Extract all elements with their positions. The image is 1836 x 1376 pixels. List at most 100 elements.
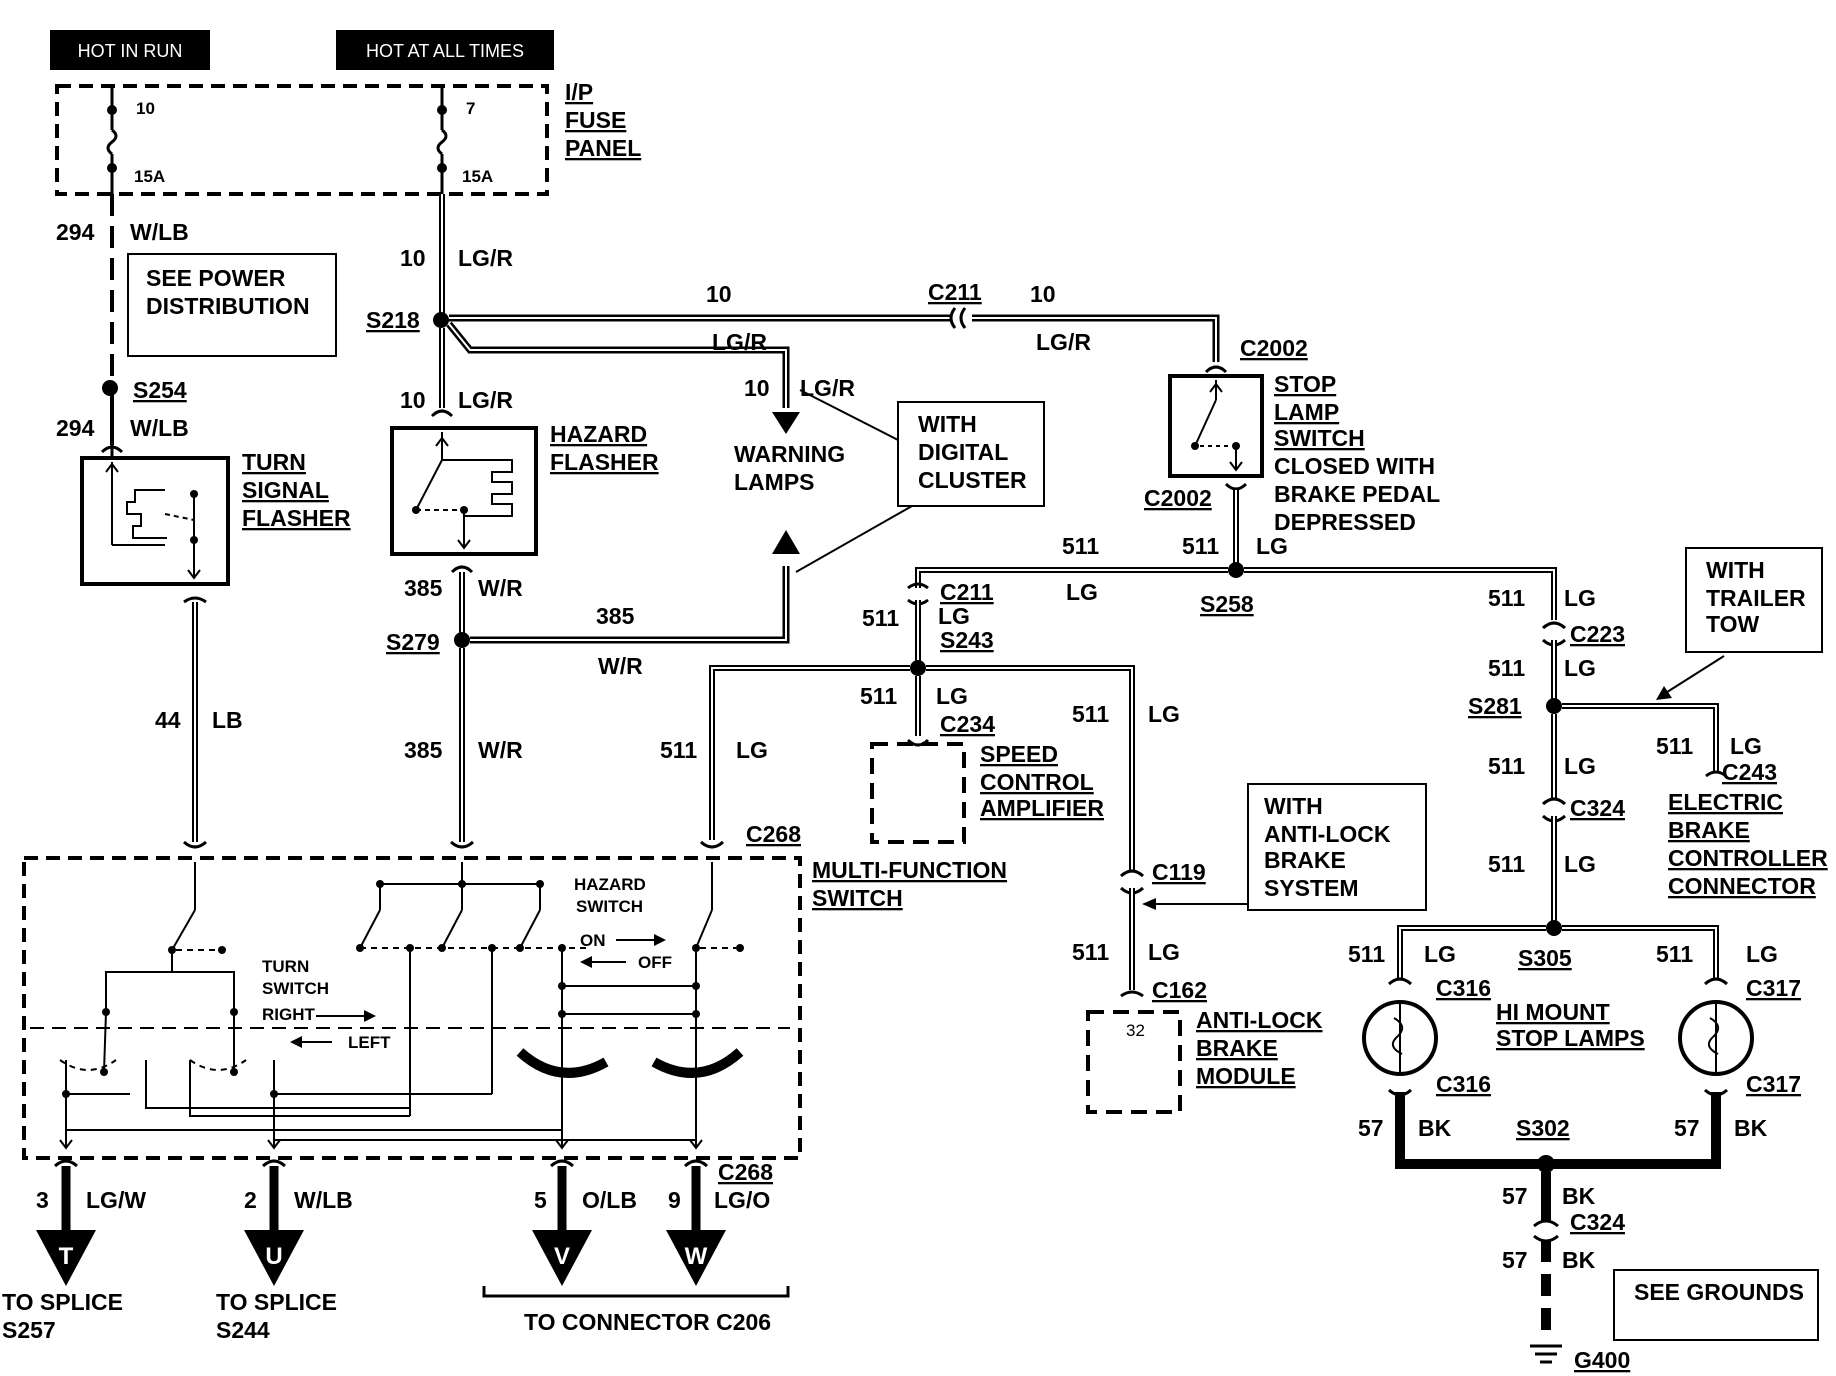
svg-text:HI MOUNT: HI MOUNT xyxy=(1496,999,1610,1025)
svg-text:5: 5 xyxy=(534,1187,547,1213)
svg-text:511: 511 xyxy=(1348,941,1385,967)
svg-text:I/P: I/P xyxy=(565,79,593,105)
svg-text:44: 44 xyxy=(155,707,181,733)
svg-text:SYSTEM: SYSTEM xyxy=(1264,875,1359,901)
svg-text:W: W xyxy=(685,1243,708,1270)
svg-text:S281: S281 xyxy=(1468,693,1522,719)
svg-text:C211: C211 xyxy=(940,579,994,605)
wire-57-ground xyxy=(1395,1092,1721,1364)
svg-text:LG/R: LG/R xyxy=(458,387,513,413)
svg-text:SWITCH: SWITCH xyxy=(576,897,643,916)
svg-text:DIGITAL: DIGITAL xyxy=(918,439,1008,465)
svg-text:LG: LG xyxy=(938,603,970,629)
svg-text:DEPRESSED: DEPRESSED xyxy=(1274,509,1416,535)
svg-text:C2002: C2002 xyxy=(1240,335,1308,361)
svg-text:S258: S258 xyxy=(1200,591,1254,617)
with-digital-cluster-note: WITH DIGITAL CLUSTER xyxy=(795,389,1045,573)
svg-text:TO CONNECTOR C206: TO CONNECTOR C206 xyxy=(524,1309,771,1335)
svg-text:RIGHT: RIGHT xyxy=(262,1005,316,1024)
svg-text:511: 511 xyxy=(1072,939,1109,965)
svg-text:C317: C317 xyxy=(1746,1071,1801,1097)
svg-text:15A: 15A xyxy=(134,167,165,186)
fuse-10: 10 15A xyxy=(106,86,165,194)
svg-text:10: 10 xyxy=(744,375,770,401)
svg-text:511: 511 xyxy=(1182,533,1219,559)
fuse-7: 7 15A xyxy=(436,86,493,194)
warning-lamps-label: WARNING LAMPS xyxy=(734,441,845,495)
svg-text:S244: S244 xyxy=(216,1317,270,1343)
svg-text:15A: 15A xyxy=(462,167,493,186)
svg-text:32: 32 xyxy=(1126,1021,1145,1040)
svg-text:SWITCH: SWITCH xyxy=(1274,425,1365,451)
svg-text:385: 385 xyxy=(596,603,635,629)
electric-brake-controller-connector-label: ELECTRIC BRAKE CONTROLLER CONNECTOR xyxy=(1668,789,1828,899)
wire-10-lgr xyxy=(430,194,454,418)
svg-text:LG: LG xyxy=(1730,733,1762,759)
svg-text:511: 511 xyxy=(1488,753,1525,779)
svg-text:10: 10 xyxy=(706,281,732,307)
svg-text:511: 511 xyxy=(1488,851,1525,877)
svg-text:294: 294 xyxy=(56,415,95,441)
svg-text:WARNING: WARNING xyxy=(734,441,845,467)
svg-text:385: 385 xyxy=(404,737,443,763)
svg-text:CLOSED WITH: CLOSED WITH xyxy=(1274,453,1435,479)
svg-text:511: 511 xyxy=(862,605,899,631)
svg-text:57: 57 xyxy=(1674,1115,1700,1141)
svg-text:511: 511 xyxy=(860,683,897,709)
svg-text:W/LB: W/LB xyxy=(130,415,189,441)
svg-text:SEE GROUNDS: SEE GROUNDS xyxy=(1634,1279,1804,1305)
svg-text:C317: C317 xyxy=(1746,975,1801,1001)
svg-text:57: 57 xyxy=(1358,1115,1384,1141)
svg-text:SEE POWER: SEE POWER xyxy=(146,265,286,291)
svg-text:C223: C223 xyxy=(1570,621,1625,647)
svg-text:ELECTRIC: ELECTRIC xyxy=(1668,789,1783,815)
svg-text:LAMP: LAMP xyxy=(1274,399,1339,425)
to-connector-c206: TO CONNECTOR C206 xyxy=(482,1286,790,1335)
svg-text:U: U xyxy=(265,1243,282,1270)
anti-lock-brake-module-label: ANTI-LOCK BRAKE MODULE xyxy=(1196,1007,1323,1089)
svg-text:WITH: WITH xyxy=(1264,793,1323,819)
svg-text:W/LB: W/LB xyxy=(294,1187,353,1213)
svg-text:ON: ON xyxy=(580,931,606,950)
svg-text:LG/R: LG/R xyxy=(712,329,767,355)
wire-385 xyxy=(449,530,800,849)
svg-text:V: V xyxy=(554,1243,570,1270)
svg-text:LAMPS: LAMPS xyxy=(734,469,815,495)
svg-text:10: 10 xyxy=(136,99,155,118)
output-v: V xyxy=(532,1159,592,1286)
svg-text:LG: LG xyxy=(1746,941,1778,967)
svg-text:511: 511 xyxy=(1488,585,1525,611)
svg-text:CLUSTER: CLUSTER xyxy=(918,467,1027,493)
svg-text:OFF: OFF xyxy=(638,953,672,972)
svg-text:C211: C211 xyxy=(928,279,982,305)
svg-text:FLASHER: FLASHER xyxy=(550,449,659,475)
speed-control-amplifier-label: SPEED CONTROL AMPLIFIER xyxy=(980,741,1104,821)
svg-text:W/R: W/R xyxy=(478,737,523,763)
stop-lamp-switch xyxy=(1168,374,1264,478)
svg-text:S305: S305 xyxy=(1518,945,1572,971)
svg-text:LG: LG xyxy=(1148,939,1180,965)
svg-text:57: 57 xyxy=(1502,1247,1528,1273)
hazard-flasher xyxy=(390,426,538,556)
svg-text:W/R: W/R xyxy=(598,653,643,679)
svg-text:511: 511 xyxy=(660,737,697,763)
svg-text:AMPLIFIER: AMPLIFIER xyxy=(980,795,1104,821)
wire-511-right xyxy=(1397,621,1727,978)
svg-text:S302: S302 xyxy=(1516,1115,1570,1141)
svg-text:BRAKE: BRAKE xyxy=(1196,1035,1278,1061)
speed-control-amplifier xyxy=(870,742,966,844)
svg-text:LEFT: LEFT xyxy=(348,1033,391,1052)
svg-text:O/LB: O/LB xyxy=(582,1187,637,1213)
svg-text:385: 385 xyxy=(404,575,443,601)
svg-text:MULTI-FUNCTION: MULTI-FUNCTION xyxy=(812,857,1007,883)
svg-text:511: 511 xyxy=(1488,655,1525,681)
svg-text:S279: S279 xyxy=(386,629,440,655)
multi-function-switch-inner-labels: HAZARD SWITCH ON OFF TURN SWITCH RIGHT L… xyxy=(262,875,672,1052)
svg-text:LG: LG xyxy=(1564,585,1596,611)
svg-text:DISTRIBUTION: DISTRIBUTION xyxy=(146,293,310,319)
svg-text:LG: LG xyxy=(1424,941,1456,967)
svg-text:C324: C324 xyxy=(1570,1209,1625,1235)
wire-44 xyxy=(182,596,208,849)
svg-text:C316: C316 xyxy=(1436,975,1491,1001)
svg-text:S254: S254 xyxy=(133,377,187,403)
